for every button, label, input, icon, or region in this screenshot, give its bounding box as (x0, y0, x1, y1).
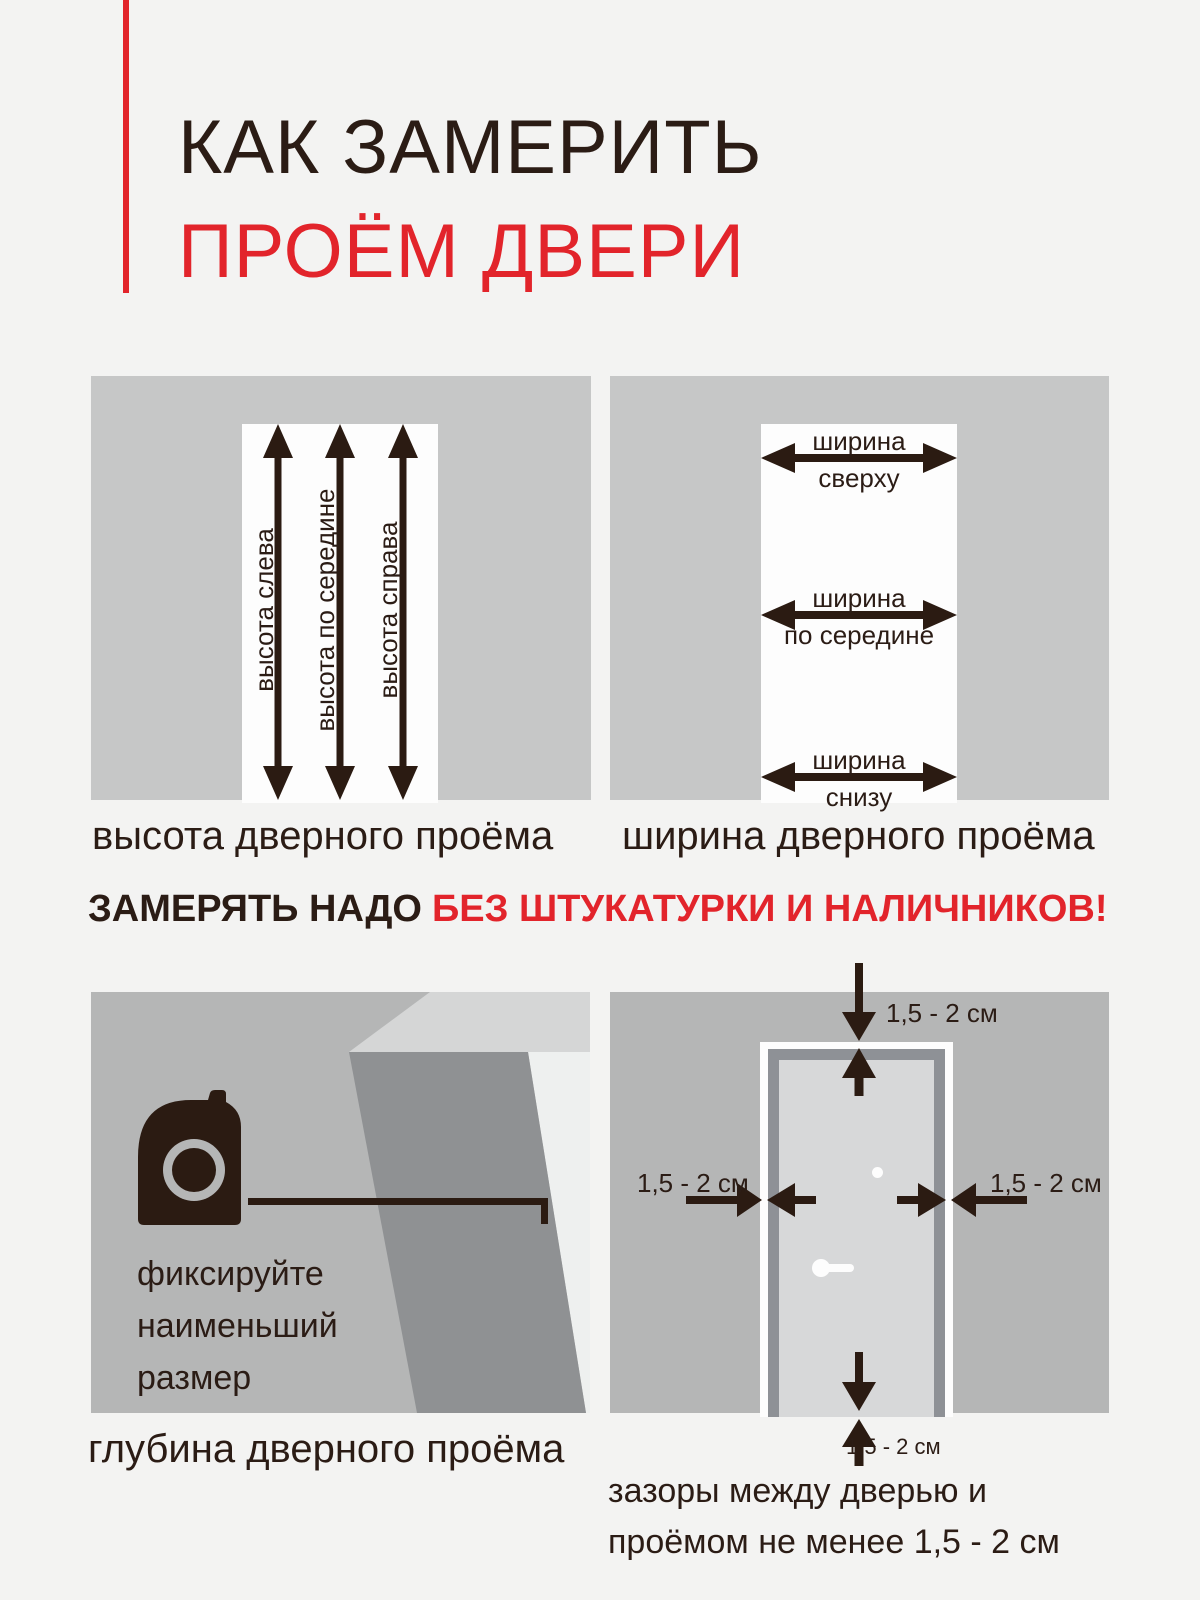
width-middle-label-1: ширина (812, 583, 906, 613)
gap-label-left: 1,5 - 2 см (637, 1168, 749, 1198)
depth-caption: глубина дверного проёма (88, 1427, 565, 1471)
width-top-label-2: сверху (818, 463, 900, 493)
gaps-caption-line-1: зазоры между дверью и (608, 1472, 987, 1510)
warning-dark-part: ЗАМЕРЯТЬ НАДО (88, 888, 422, 930)
width-top-label-1: ширина (812, 426, 906, 456)
warning-red-part: БЕЗ ШТУКАТУРКИ И НАЛИЧНИКОВ! (431, 888, 1108, 930)
width-bottom-label-1: ширина (812, 745, 906, 775)
gaps-caption-line-2: проёмом не менее 1,5 - 2 см (608, 1523, 1060, 1561)
height-left-label: высота слева (249, 528, 279, 692)
depth-note: фиксируйте наименьший размер (137, 1248, 338, 1404)
gap-label-bottom: 1,5 - 2 см (846, 1434, 941, 1459)
page-title: КАК ЗАМЕРИТЬ ПРОЁМ ДВЕРИ (178, 96, 763, 304)
gap-label-right: 1,5 - 2 см (990, 1168, 1102, 1198)
depth-note-line-3: размер (137, 1359, 252, 1397)
width-bottom-label-2: снизу (825, 782, 893, 812)
wall-and-tape-measure-icon (138, 992, 590, 1413)
width-middle-label-2: по середине (783, 620, 935, 650)
panel-depth-measure: фиксируйте наименьший размер (91, 992, 590, 1413)
tape-measure-icon (138, 1090, 548, 1225)
width-caption: ширина дверного проёма (622, 814, 1095, 858)
height-middle-label: высота по середине (310, 488, 340, 732)
gaps-caption: зазоры между дверью и проёмом не менее 1… (608, 1466, 1060, 1568)
door-handle-bar (821, 1264, 854, 1272)
accent-bar (123, 0, 129, 293)
peephole-icon (872, 1167, 883, 1178)
gap-arrows-icon (686, 963, 1027, 1466)
panel-height-measure: высота слева высота по середине высота с… (91, 376, 591, 803)
height-arrows-icon (263, 424, 418, 800)
title-line-1: КАК ЗАМЕРИТЬ (178, 105, 763, 190)
title-line-2: ПРОЁМ ДВЕРИ (178, 209, 746, 294)
height-right-label: высота справа (373, 521, 403, 699)
depth-note-line-2: наименьший (137, 1307, 338, 1345)
width-arrows-icon (761, 443, 957, 792)
height-caption: высота дверного проёма (92, 814, 554, 858)
gap-label-top: 1,5 - 2 см (886, 998, 998, 1028)
panel-door-gaps: 1,5 - 2 см 1,5 - 2 см 1,5 - 2 см 1,5 - 2… (610, 963, 1109, 1466)
panel-width-measure: ширина сверху ширина по середине ширина … (610, 376, 1109, 812)
depth-note-line-1: фиксируйте (137, 1255, 324, 1293)
